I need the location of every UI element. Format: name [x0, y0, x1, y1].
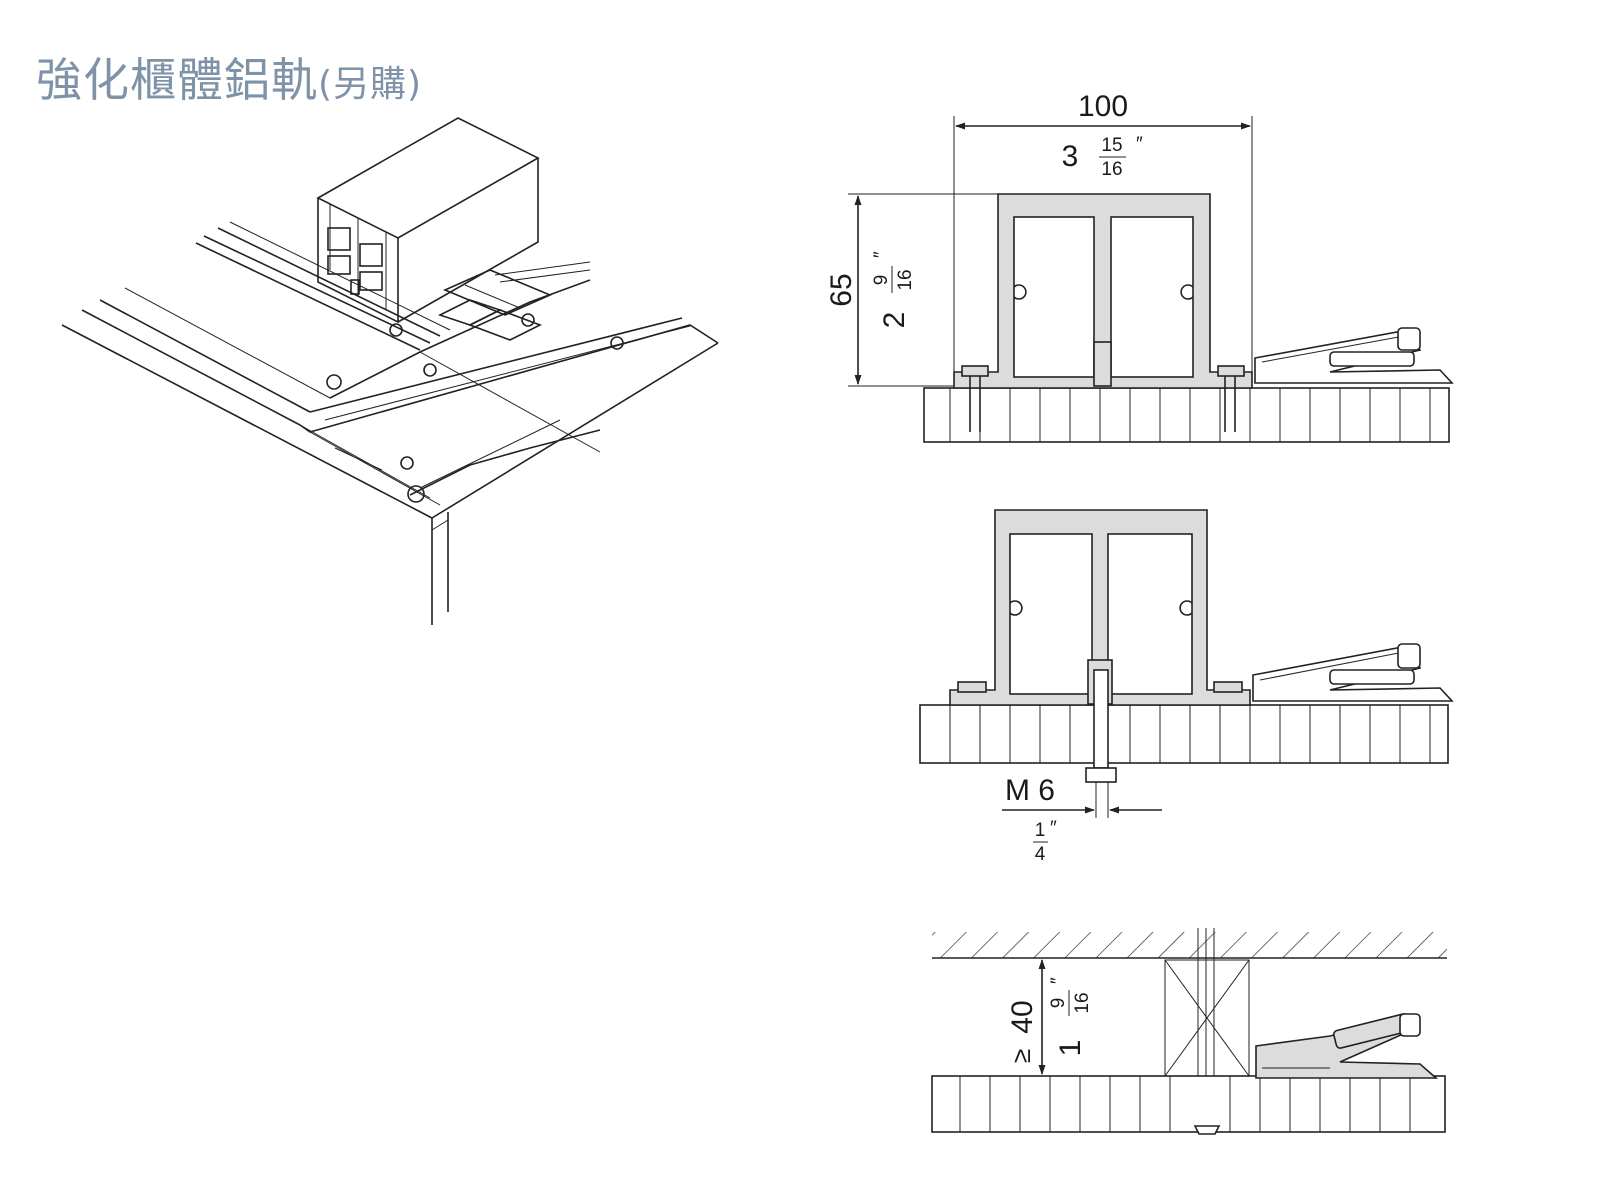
- height-in-denominator: 16: [895, 269, 916, 290]
- gap-in-numerator: 9: [1048, 998, 1069, 1009]
- page-title: 強化櫃體鋁軌(另購): [36, 44, 422, 110]
- height-in-whole: 2: [878, 312, 911, 329]
- title-main: 強化櫃體鋁軌: [36, 53, 318, 107]
- width-mm-label: 100: [1078, 90, 1128, 123]
- gap-in-whole: 1: [1054, 1040, 1087, 1057]
- title-note: (另購): [318, 64, 423, 105]
- aluminum-profile-2: [949, 509, 1251, 706]
- board-2: [919, 704, 1449, 764]
- gap-mm-label: 40: [1006, 1000, 1039, 1033]
- height-inch-mark: ″: [871, 251, 892, 258]
- screw-inch-mark: ″: [1050, 818, 1057, 839]
- screw-in-numerator: 1: [1035, 820, 1046, 841]
- gap-inch-mark: ″: [1048, 977, 1069, 984]
- height-mm-label: 65: [825, 273, 858, 306]
- ceiling-hatch: [932, 932, 1447, 958]
- m6-bolt: [1085, 669, 1117, 818]
- screw-dimension: M 6 1 4 ″: [1002, 774, 1162, 865]
- section-view-3: ≥ 40 1 9 16 ″: [931, 928, 1447, 1135]
- height-in-numerator: 9: [871, 275, 892, 286]
- section-view-1: 100 3 15 16 ″ 65 2 9 16 ″: [825, 90, 1454, 443]
- height-dimension: 65 2 9 16 ″: [825, 193, 998, 387]
- width-dimension: 100 3 15 16 ″: [953, 90, 1253, 390]
- clip-mechanism-2: [1252, 643, 1454, 702]
- screw-size-label: M 6: [1005, 774, 1055, 807]
- width-inch-mark: ″: [1136, 134, 1143, 155]
- isometric-cabinet-view: [61, 117, 719, 625]
- gap-prefix: ≥: [1006, 1049, 1036, 1063]
- gap-in-denominator: 16: [1072, 992, 1093, 1013]
- board-1: [923, 387, 1450, 443]
- clip-mechanism-1: [1254, 327, 1454, 384]
- aluminum-profile-1: [953, 193, 1253, 432]
- clip-mechanism-3: [1255, 1013, 1439, 1079]
- width-in-numerator: 15: [1101, 135, 1122, 156]
- width-in-whole: 3: [1062, 140, 1079, 173]
- clearance-dimension: ≥ 40 1 9 16 ″: [1006, 959, 1093, 1075]
- width-in-denominator: 16: [1101, 159, 1122, 180]
- section-view-2: M 6 1 4 ″: [919, 509, 1454, 865]
- board-3: [931, 1075, 1446, 1135]
- screw-in-denominator: 4: [1035, 844, 1046, 865]
